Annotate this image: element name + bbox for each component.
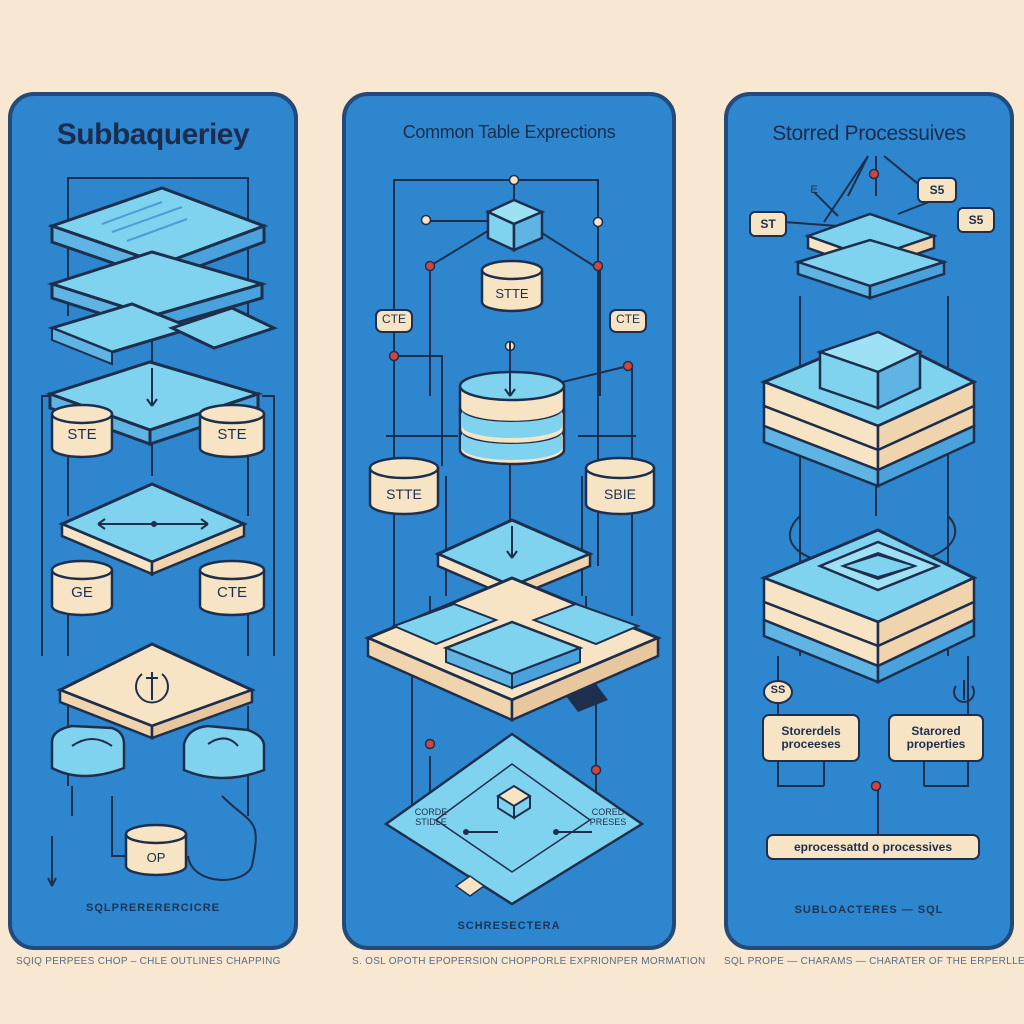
subquery-label-bottom: OP <box>146 850 166 865</box>
procedures-box-right: Starored properties <box>888 714 984 762</box>
procedures-diagram <box>749 155 995 834</box>
subquery-block-left <box>50 724 126 778</box>
cte-label-side-right: CTE <box>616 312 640 326</box>
procedures-tag-left: ST <box>760 216 776 231</box>
cte-platform <box>364 576 662 722</box>
procedures-box-left: Storerdels proceeses <box>762 714 860 762</box>
subquery-label-right-2: CTE <box>217 584 247 601</box>
subquery-label-right-1: STE <box>217 426 247 443</box>
subquery-diagram <box>41 177 279 887</box>
procedures-tag-top: S5 <box>929 182 945 197</box>
subquery-footer: SQLPRERERERCICRE <box>86 902 220 914</box>
cte-title: Common Table Exprections <box>402 122 616 142</box>
subquery-cylinder-right-1 <box>198 403 266 459</box>
procedures-dot-bottom <box>870 780 882 792</box>
cte-diagram <box>364 174 662 906</box>
caption-middle: S. OSL OPOTH EPOPERSION CHOPPORLE EXPRIO… <box>352 956 706 967</box>
cte-side-tags <box>375 309 647 333</box>
cte-label-cyl-top: STTE <box>495 286 529 301</box>
cte-label-side-left: CTE <box>382 312 406 326</box>
subquery-diamond-1 <box>58 482 248 576</box>
subquery-cylinder-left-1 <box>50 403 114 459</box>
subquery-layer-3 <box>47 302 279 366</box>
procedures-layer-2 <box>793 238 949 300</box>
caption-left: SQIQ PERPEES CHOP – CHLE OUTLINES CHAPPI… <box>16 956 281 967</box>
procedures-dot-top <box>868 168 880 180</box>
procedures-round-tags <box>763 680 975 704</box>
subquery-title: Subbaqueriey <box>56 118 250 151</box>
cte-lower-diamond <box>383 732 645 906</box>
procedures-tags <box>749 177 995 237</box>
subquery-cylinder-left-2 <box>50 559 114 617</box>
subquery-cylinder-right-2 <box>198 559 266 617</box>
subquery-panel: Subbaqueriey <box>8 92 298 950</box>
cte-cylinder-left <box>368 456 440 516</box>
subquery-label-left-2: GE <box>71 584 93 601</box>
subquery-cylinder-bottom <box>124 823 188 877</box>
cte-database-stack <box>458 342 566 466</box>
cte-footer: SCHRESECTERA <box>457 920 561 932</box>
cte-label-bottom-left: CORDE STIDLE <box>414 807 448 827</box>
cte-connector-dots <box>388 174 634 890</box>
procedures-panel: Storred Processuives <box>724 92 1014 950</box>
procedures-title: Storred Processuives <box>772 122 966 145</box>
cte-label-cyl-right: SBIE <box>604 486 636 502</box>
caption-right: SQL PROPE — CHARAMS — CHARATER OF THE ER… <box>724 956 1024 967</box>
subquery-label-left-1: STE <box>67 426 97 443</box>
cte-panel: Common Table Exprections <box>342 92 676 950</box>
procedures-small-e: E <box>810 184 818 196</box>
procedures-small-left: SS <box>770 684 786 696</box>
procedures-tag-right: S5 <box>968 212 984 227</box>
procedures-footer: SUBLOACTERES — SQL <box>794 904 944 916</box>
procedures-block-2 <box>759 528 978 684</box>
cte-label-cyl-left: STTE <box>386 486 422 502</box>
procedures-banner: eprocessattd o processives <box>766 834 980 860</box>
subquery-block-right <box>182 724 266 780</box>
cte-label-bottom-right: CORED PRESES <box>589 807 627 827</box>
cte-cylinder-top <box>480 259 544 313</box>
cte-top-cube <box>485 198 546 252</box>
procedures-block-1 <box>759 330 978 488</box>
subquery-diamond-2 <box>56 642 256 740</box>
cte-cylinder-right <box>584 456 656 516</box>
